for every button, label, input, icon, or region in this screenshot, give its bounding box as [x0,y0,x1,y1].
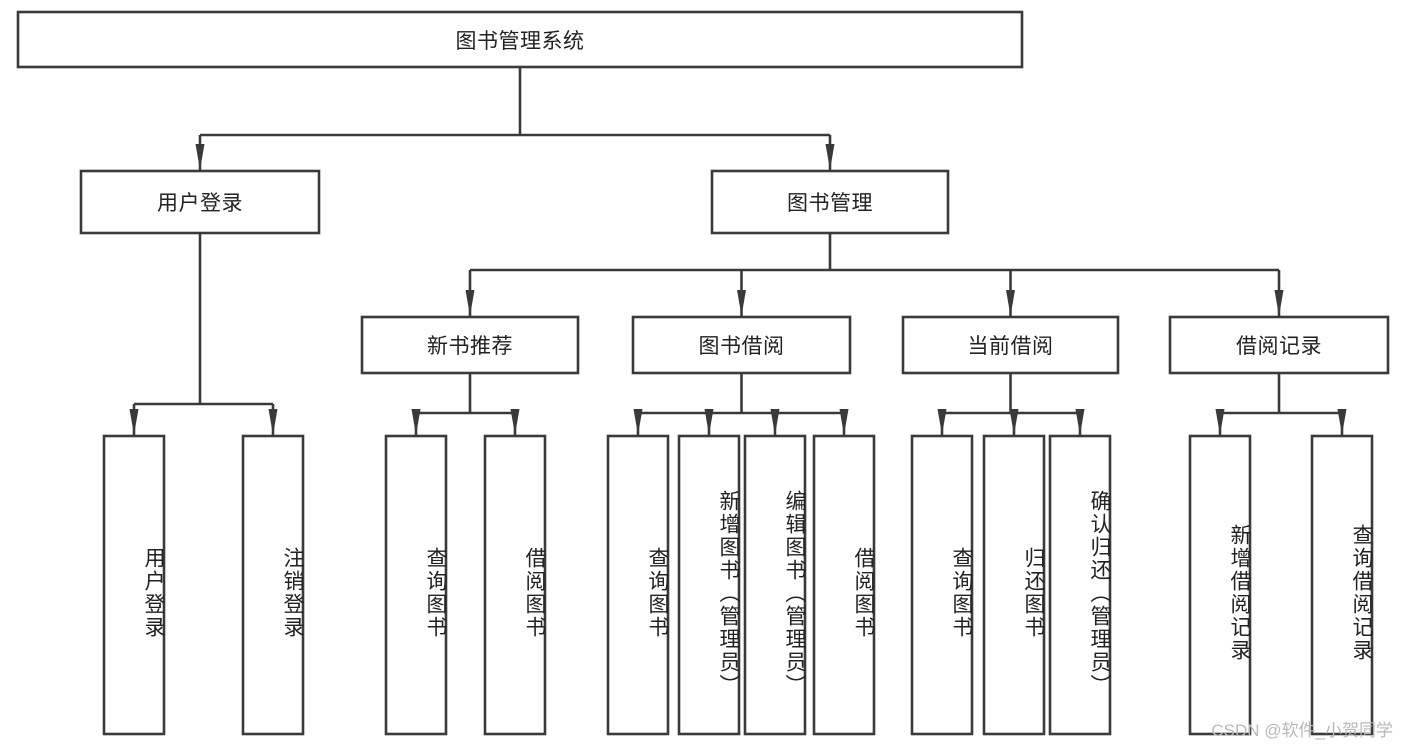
arrow-head-icon [1337,409,1347,435]
leaf-node-box[interactable] [384,434,448,736]
leaf-node-box[interactable] [483,434,547,736]
leaf-node-box[interactable] [982,434,1046,736]
level1-node-box[interactable] [79,169,321,235]
node-boxes [16,10,1390,736]
connector-lines [129,67,1347,435]
arrow-head-icon [704,409,714,435]
root-node-box[interactable] [16,10,1024,69]
leaf-node-box[interactable] [910,434,974,736]
leaf-node-box[interactable] [1310,434,1374,736]
arrow-head-icon [195,144,205,170]
arrow-head-icon [839,409,849,435]
leaf-node-box[interactable] [1188,434,1252,736]
arrow-head-icon [129,409,139,435]
level2-node-box[interactable] [631,315,852,375]
arrow-head-icon [411,409,421,435]
leaf-node-box[interactable] [606,434,670,736]
arrow-head-icon [770,409,780,435]
level2-node-box[interactable] [360,315,580,375]
arrow-head-icon [633,409,643,435]
leaf-node-box[interactable] [1048,434,1112,736]
arrow-head-icon [737,290,746,316]
leaf-node-box[interactable] [677,434,741,736]
arrow-head-icon [1009,409,1019,435]
arrow-head-icon [465,290,475,316]
leaf-node-box[interactable] [812,434,876,736]
arrow-head-icon [825,144,835,170]
leaf-node-box[interactable] [102,434,166,736]
arrow-head-icon [1006,290,1015,316]
arrow-head-icon [1215,409,1225,435]
level2-node-box[interactable] [901,315,1120,375]
leaf-node-box[interactable] [743,434,807,736]
leaf-node-box[interactable] [241,434,305,736]
arrow-head-icon [268,409,278,435]
arrow-head-icon [1274,290,1284,316]
arrow-head-icon [937,409,947,435]
arrow-head-icon [1075,409,1085,435]
arrow-head-icon [510,409,520,435]
level1-node-box[interactable] [710,169,950,235]
level2-node-box[interactable] [1168,315,1390,375]
